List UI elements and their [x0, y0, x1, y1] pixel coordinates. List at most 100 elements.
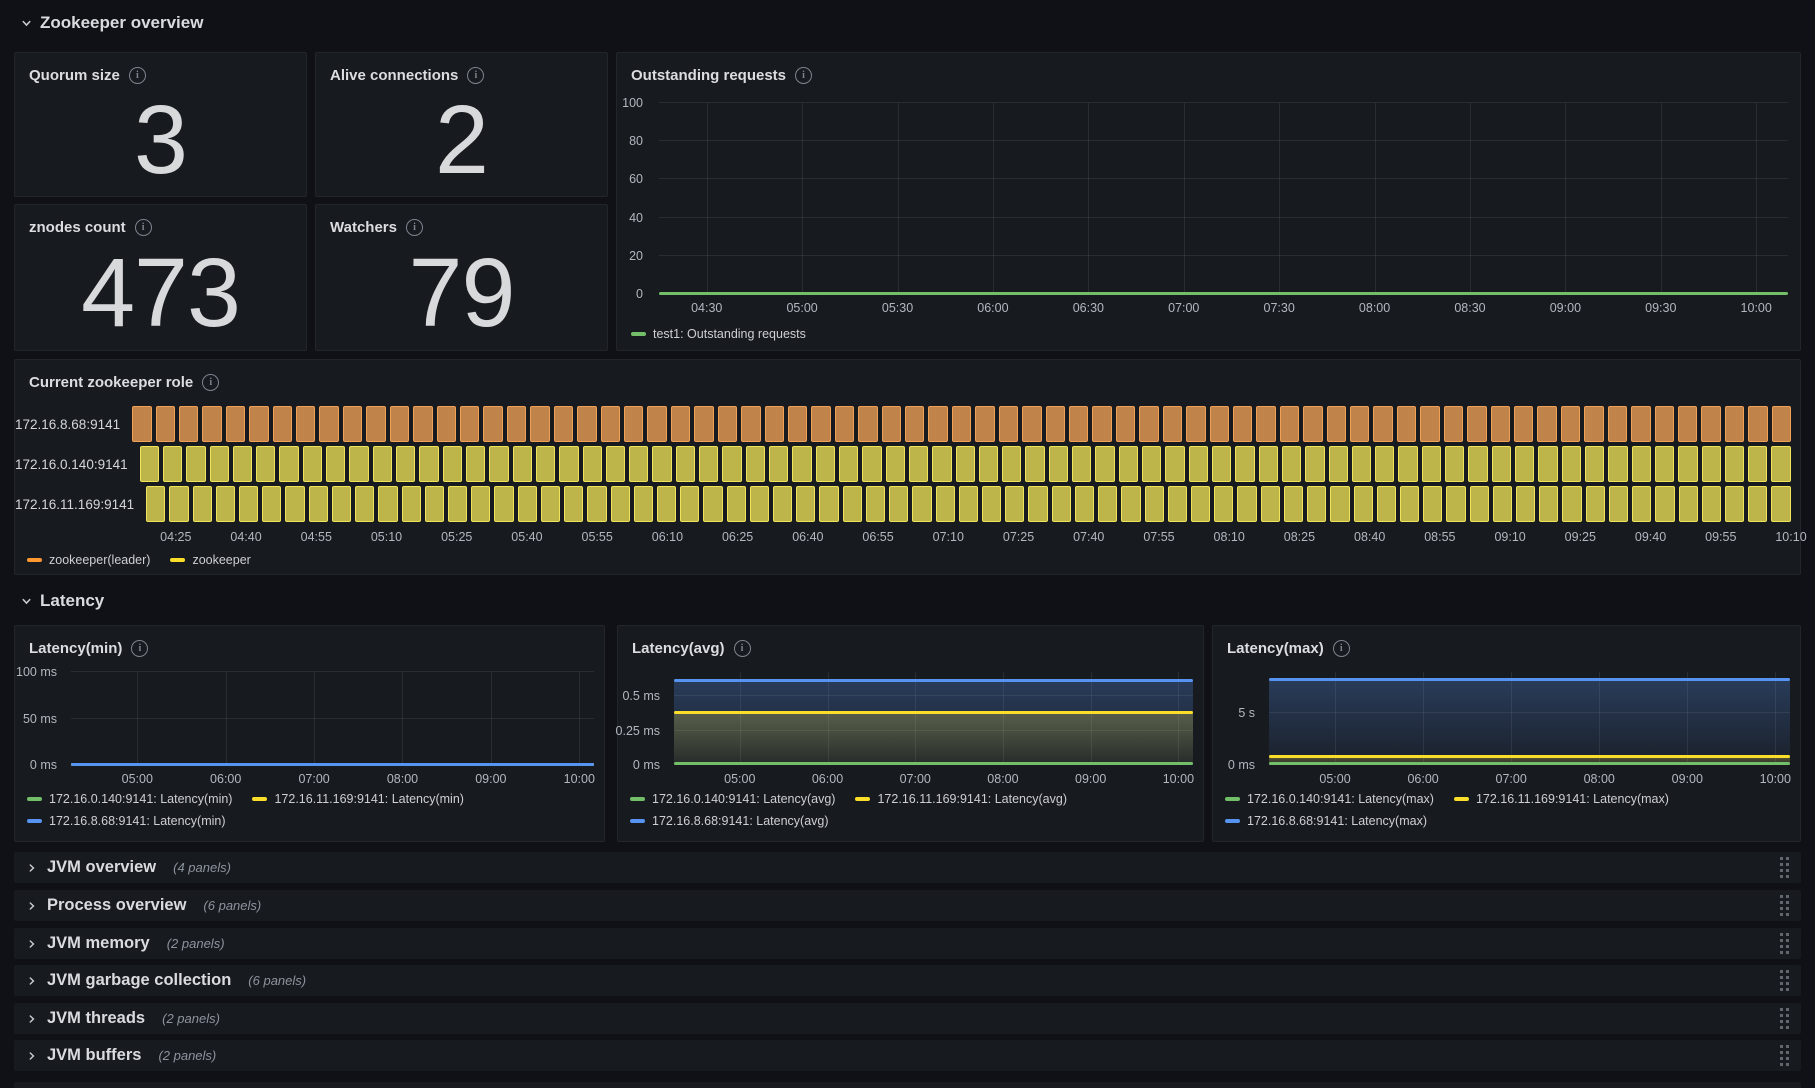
state-bar[interactable] — [1307, 486, 1327, 522]
state-bar[interactable] — [1584, 446, 1605, 482]
state-bar[interactable] — [215, 486, 235, 522]
state-bar[interactable] — [1351, 446, 1372, 482]
state-bar[interactable] — [1654, 446, 1675, 482]
state-bar[interactable] — [675, 446, 696, 482]
state-bar[interactable] — [1232, 406, 1253, 442]
state-bar[interactable] — [998, 406, 1019, 442]
state-bar[interactable] — [424, 486, 444, 522]
state-bar[interactable] — [366, 406, 386, 442]
state-bar[interactable] — [285, 486, 305, 522]
state-bar[interactable] — [1139, 406, 1159, 442]
state-bar[interactable] — [1654, 406, 1674, 442]
info-icon[interactable]: i — [134, 218, 152, 236]
state-bar[interactable] — [1423, 486, 1443, 522]
section-latency[interactable]: Latency — [20, 591, 104, 611]
legend-item[interactable]: 172.16.11.169:9141: Latency(min) — [252, 791, 464, 807]
state-bar[interactable] — [912, 486, 932, 522]
drag-handle-icon[interactable] — [1780, 970, 1789, 991]
collapsed-section-jvm-garbage-collection[interactable]: JVM garbage collection (6 panels) — [14, 965, 1801, 996]
state-bar[interactable] — [1256, 406, 1276, 442]
state-bar[interactable] — [209, 446, 229, 482]
state-bar[interactable] — [1631, 406, 1651, 442]
legend-item[interactable]: test1: Outstanding requests — [631, 326, 806, 342]
state-bar[interactable] — [308, 486, 328, 522]
drag-handle-icon[interactable] — [1780, 857, 1789, 878]
state-bar[interactable] — [600, 406, 620, 442]
state-bar[interactable] — [1214, 486, 1234, 522]
state-bar[interactable] — [1632, 486, 1652, 522]
state-bar[interactable] — [1211, 446, 1232, 482]
state-bar[interactable] — [1539, 486, 1559, 522]
state-bar[interactable] — [372, 446, 393, 482]
state-bar[interactable] — [225, 406, 246, 442]
state-bar[interactable] — [1186, 406, 1206, 442]
state-bar[interactable] — [1443, 406, 1464, 442]
state-bar[interactable] — [858, 406, 878, 442]
state-bar[interactable] — [232, 446, 253, 482]
state-bar[interactable] — [741, 406, 761, 442]
legend-item[interactable]: zookeeper(leader) — [27, 552, 150, 568]
state-bar[interactable] — [530, 406, 550, 442]
info-icon[interactable]: i — [405, 218, 423, 236]
state-bar[interactable] — [1538, 446, 1558, 482]
state-bar[interactable] — [1560, 406, 1581, 442]
state-bar[interactable] — [1771, 406, 1792, 442]
state-bar[interactable] — [1305, 446, 1325, 482]
state-bar[interactable] — [1028, 486, 1048, 522]
state-bar[interactable] — [1725, 486, 1745, 522]
state-bar[interactable] — [378, 486, 398, 522]
state-bar[interactable] — [1514, 406, 1534, 442]
drag-handle-icon[interactable] — [1780, 1008, 1789, 1029]
state-bar[interactable] — [1051, 486, 1071, 522]
state-bar[interactable] — [1398, 446, 1418, 482]
state-bar[interactable] — [192, 486, 212, 522]
state-bar[interactable] — [1677, 406, 1698, 442]
state-bar[interactable] — [764, 406, 784, 442]
state-bar[interactable] — [1092, 406, 1112, 442]
state-bar[interactable] — [1167, 486, 1187, 522]
panel-header[interactable]: Latency(avg) i — [618, 626, 1203, 660]
state-bar[interactable] — [1467, 406, 1487, 442]
info-icon[interactable]: i — [795, 66, 813, 84]
state-bar[interactable] — [862, 446, 882, 482]
state-bar[interactable] — [326, 446, 346, 482]
state-bar[interactable] — [1771, 446, 1791, 482]
state-bar[interactable] — [1002, 446, 1022, 482]
state-bar[interactable] — [792, 446, 812, 482]
state-bar[interactable] — [1701, 486, 1721, 522]
state-bar[interactable] — [1330, 486, 1350, 522]
state-bar[interactable] — [955, 446, 975, 482]
state-bar[interactable] — [1421, 446, 1442, 482]
state-bar[interactable] — [1376, 486, 1396, 522]
state-bar[interactable] — [932, 446, 952, 482]
state-bar[interactable] — [605, 446, 626, 482]
state-bar[interactable] — [1118, 446, 1139, 482]
state-bar[interactable] — [978, 446, 999, 482]
info-icon[interactable]: i — [131, 639, 149, 657]
collapsed-section-jvm-overview[interactable]: JVM overview (4 panels) — [14, 852, 1801, 883]
state-bar[interactable] — [139, 446, 159, 482]
collapsed-section-jvm-buffers[interactable]: JVM buffers (2 panels) — [14, 1040, 1801, 1071]
state-bar[interactable] — [1748, 486, 1768, 522]
panel-header[interactable]: Quorum size i — [15, 53, 306, 87]
state-bar[interactable] — [296, 406, 316, 442]
state-bar[interactable] — [842, 486, 862, 522]
state-bar[interactable] — [489, 446, 509, 482]
state-bar[interactable] — [1074, 486, 1095, 522]
state-bar[interactable] — [1098, 486, 1118, 522]
state-bar[interactable] — [1585, 486, 1605, 522]
state-bar[interactable] — [494, 486, 514, 522]
state-bar[interactable] — [1608, 446, 1628, 482]
state-bar[interactable] — [745, 446, 766, 482]
state-bar[interactable] — [769, 446, 789, 482]
info-icon[interactable]: i — [733, 639, 751, 657]
state-bar[interactable] — [1701, 446, 1721, 482]
state-bar[interactable] — [885, 446, 905, 482]
state-bar[interactable] — [1445, 446, 1465, 482]
collapsed-section-partial[interactable] — [14, 1082, 1801, 1088]
state-bar[interactable] — [838, 446, 859, 482]
state-bar[interactable] — [1353, 486, 1373, 522]
state-bar[interactable] — [587, 486, 607, 522]
state-bar[interactable] — [540, 486, 561, 522]
panel-header[interactable]: Latency(max) i — [1213, 626, 1800, 660]
